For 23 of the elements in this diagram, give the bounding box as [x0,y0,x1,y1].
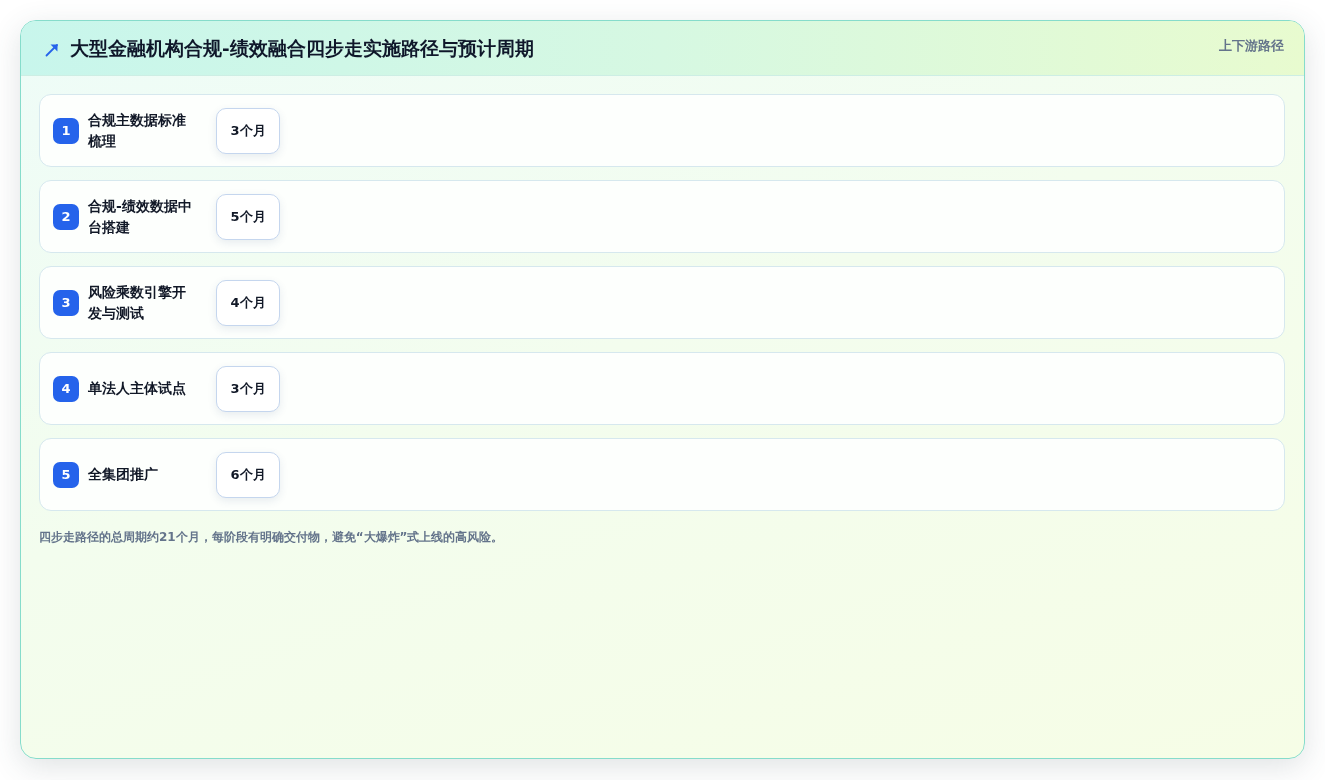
step-number-badge: 2 [53,203,79,230]
step-row [39,94,1285,167]
duration-badge: 6个月 [216,451,280,498]
step-title: 全集团推广 [88,465,159,484]
step-row [39,180,1285,253]
step-number-badge: 1 [53,117,79,144]
step-number-badge: 5 [53,461,79,488]
diagram-title: 大型金融机构合规-绩效融合四步走实施路径与预计周期 [70,37,534,61]
step-number-badge: 4 [53,375,79,402]
header-note: 上下游路径 [1219,37,1284,55]
footnote: 四步走路径的总周期约21个月，每阶段有明确交付物，避免“大爆炸”式上线的高风险。 [39,529,504,546]
step-row [39,352,1285,425]
duration-badge: 4个月 [216,279,280,326]
duration-badge: 3个月 [216,107,280,154]
step-row [39,266,1285,339]
duration-badge: 5个月 [216,193,280,240]
step-title: 合规-绩效数据中台搭建 [88,196,193,237]
step-title: 风险乘数引擎开发与测试 [88,282,187,323]
step-number-badge: 3 [53,289,79,316]
step-title: 单法人主体试点 [88,379,187,398]
duration-badge: 3个月 [216,365,280,412]
step-row [39,438,1285,511]
step-title: 合规主数据标准梳理 [88,110,187,151]
